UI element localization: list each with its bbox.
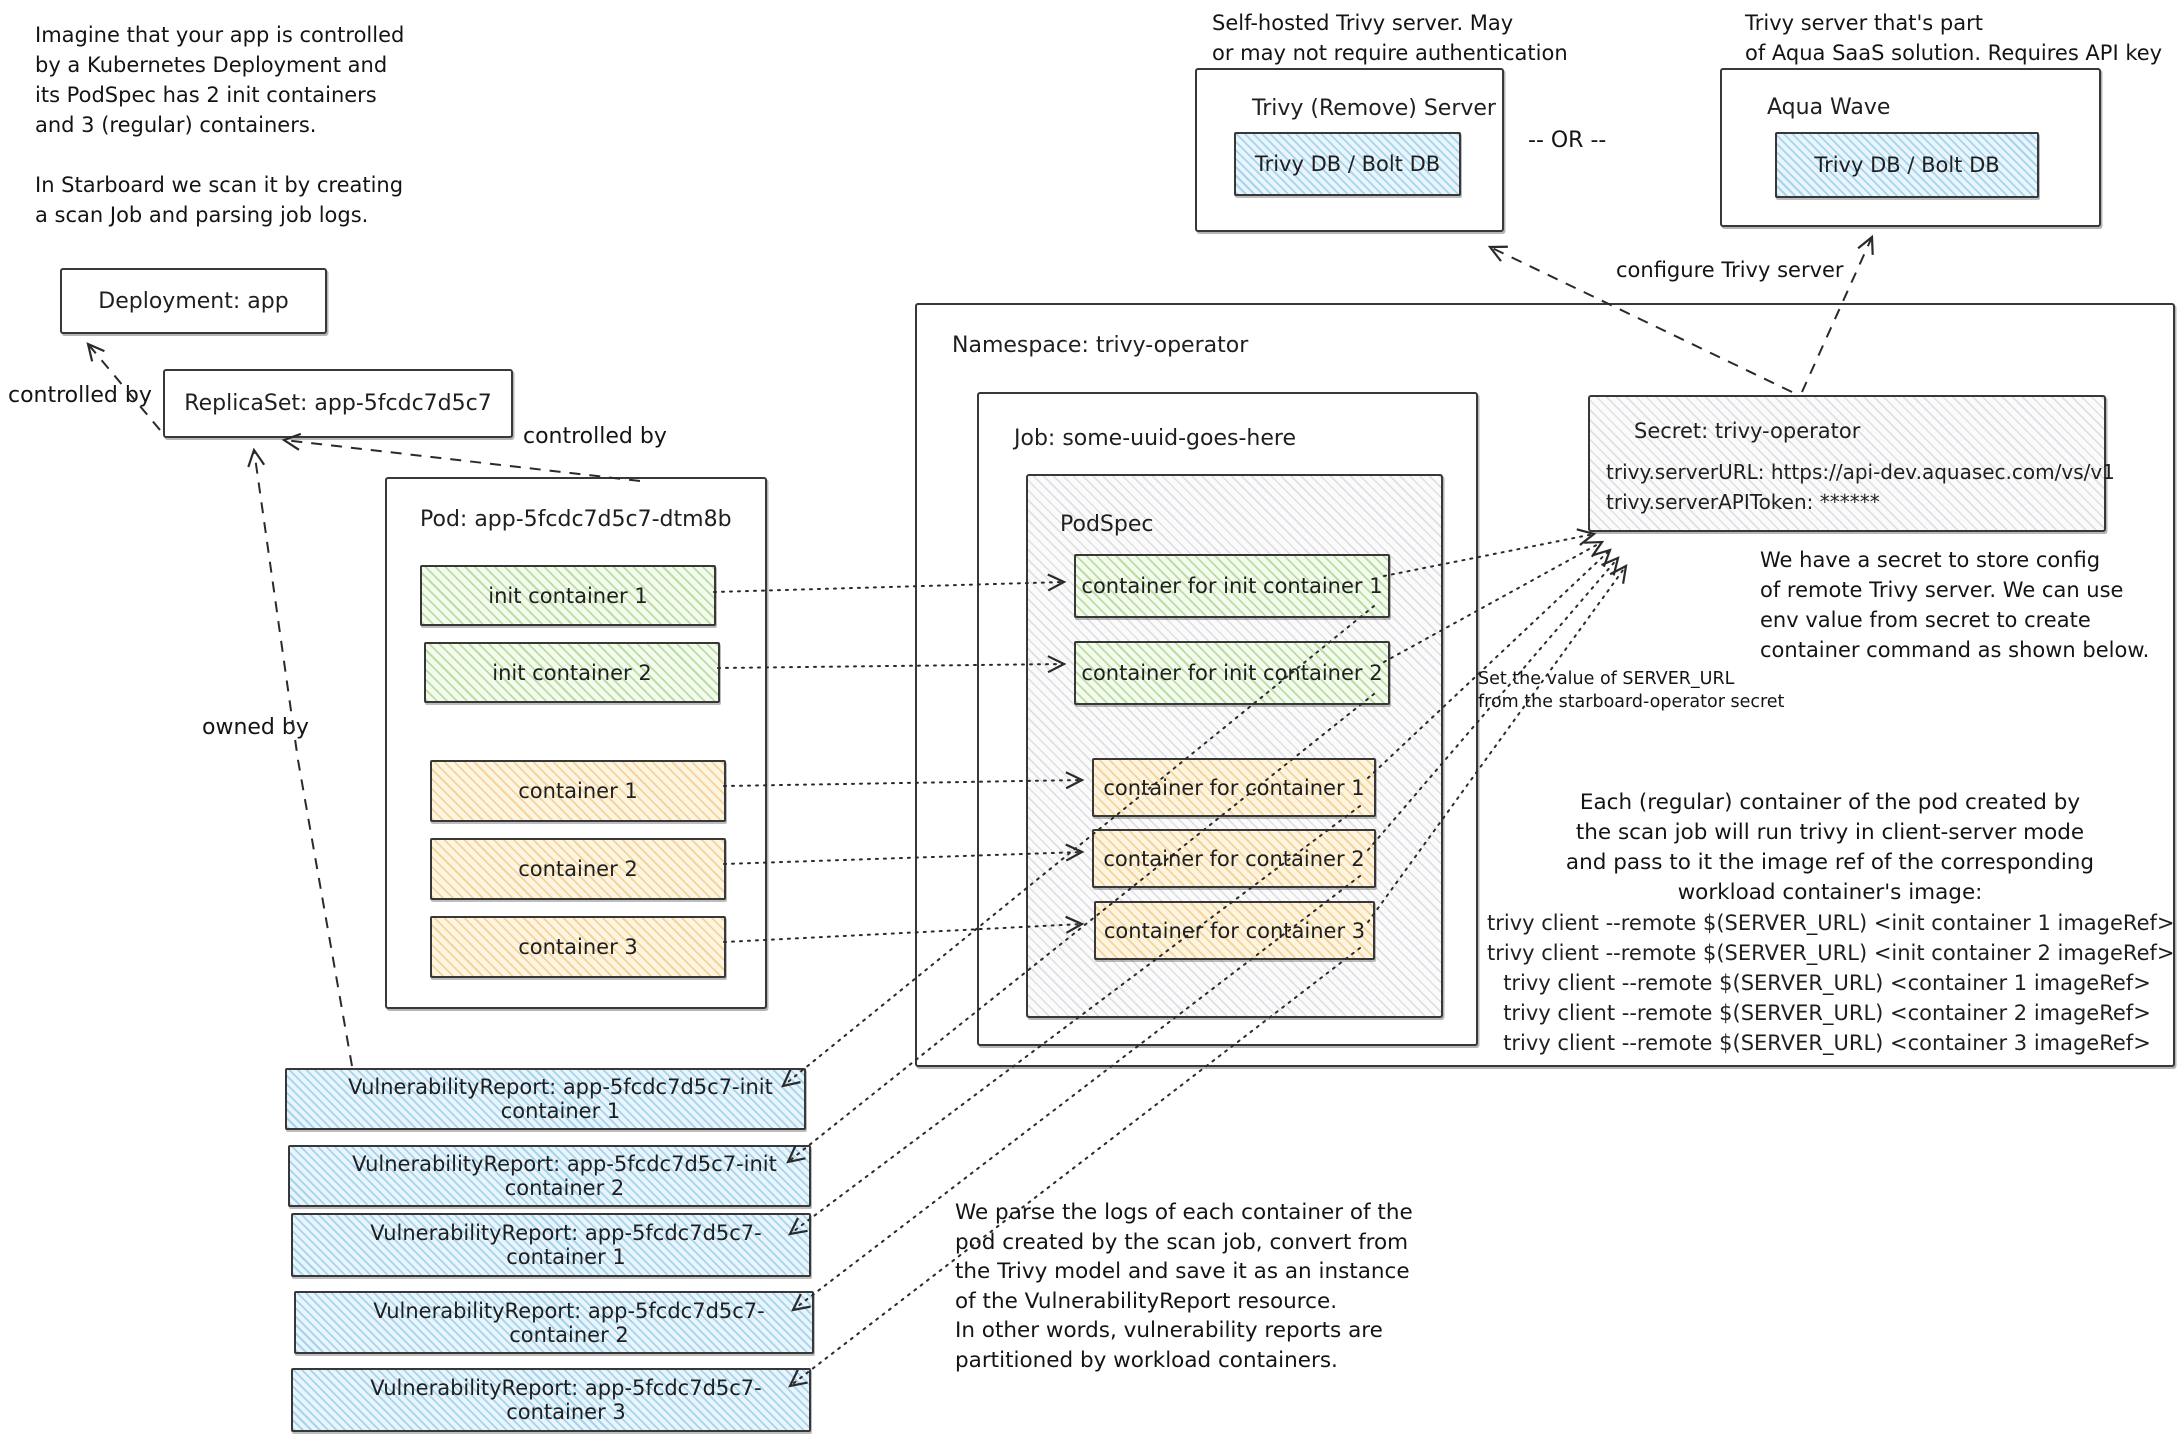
deployment-box: Deployment: app — [60, 268, 327, 334]
replicaset-label: ReplicaSet: app-5fcdc7d5c7 — [184, 391, 492, 416]
trivy-commands: trivy client --remote $(SERVER_URL) <ini… — [1487, 908, 2175, 1058]
job-title: Job: some-uuid-goes-here — [1014, 426, 1296, 451]
server-url-note: Set the value of SERVER_URL from the sta… — [1478, 669, 1785, 712]
job-container-3: container for container 3 — [1094, 901, 1375, 960]
podspec-title: PodSpec — [1060, 512, 1154, 537]
pod-container-3: container 3 — [430, 916, 726, 978]
pod-box: Pod: app-5fcdc7d5c7-dtm8b init container… — [385, 477, 767, 1009]
pod-container-2: container 2 — [430, 838, 726, 900]
aqua-wave-box: Aqua Wave Trivy DB / Bolt DB — [1720, 68, 2101, 227]
secret-title: Secret: trivy-operator — [1634, 419, 1861, 443]
trivy-db-box: Trivy DB / Bolt DB — [1234, 132, 1461, 196]
job-box: Job: some-uuid-goes-here PodSpec contain… — [977, 392, 1478, 1046]
namespace-title: Namespace: trivy-operator — [952, 333, 1249, 358]
job-container-1: container for container 1 — [1092, 758, 1376, 817]
trivy-command-5: trivy client --remote $(SERVER_URL) <con… — [1503, 1031, 2151, 1055]
secret-usage-note: We have a secret to store config of remo… — [1760, 548, 2150, 662]
trivy-server-box: Trivy (Remove) Server Trivy DB / Bolt DB — [1195, 68, 1504, 232]
vulnerabilityreport-container-1: VulnerabilityReport: app-5fcdc7d5c7-cont… — [291, 1213, 811, 1277]
trivy-command-4: trivy client --remote $(SERVER_URL) <con… — [1503, 1001, 2151, 1025]
job-container-2: container for container 2 — [1092, 829, 1376, 888]
controlled-by-label-2: controlled by — [523, 424, 667, 449]
arrow-reports-owned-by-replicaset — [247, 447, 353, 1067]
trivy-command-3: trivy client --remote $(SERVER_URL) <con… — [1503, 971, 2151, 995]
trivy-command-2: trivy client --remote $(SERVER_URL) <ini… — [1487, 941, 2175, 965]
replicaset-box: ReplicaSet: app-5fcdc7d5c7 — [163, 369, 513, 438]
parse-logs-note: We parse the logs of each container of t… — [955, 1200, 1413, 1373]
aqua-saas-note: Trivy server that's part of Aqua SaaS so… — [1745, 11, 2163, 65]
vulnerabilityreport-init-container-2: VulnerabilityReport: app-5fcdc7d5c7-init… — [288, 1145, 811, 1207]
deployment-label: Deployment: app — [98, 288, 289, 314]
controlled-by-label-1: controlled by — [8, 383, 152, 408]
pod-container-1: container 1 — [430, 760, 726, 822]
secret-api-token: trivy.serverAPIToken: ****** — [1606, 490, 1880, 514]
job-container-init-2: container for init container 2 — [1074, 641, 1390, 705]
pod-init-container-1: init container 1 — [420, 565, 716, 626]
vulnerabilityreport-container-2: VulnerabilityReport: app-5fcdc7d5c7-cont… — [294, 1291, 814, 1354]
trivy-server-title: Trivy (Remove) Server — [1252, 96, 1496, 121]
client-mode-note: Each (regular) container of the pod crea… — [1565, 790, 2095, 905]
or-label: -- OR -- — [1528, 128, 1607, 153]
intro-note: Imagine that your app is controlled by a… — [35, 23, 405, 227]
secret-box: Secret: trivy-operator trivy.serverURL: … — [1588, 395, 2115, 532]
owned-by-label: owned by — [202, 715, 309, 740]
vulnerabilityreport-container-3: VulnerabilityReport: app-5fcdc7d5c7-cont… — [291, 1368, 811, 1432]
aqua-db-box: Trivy DB / Bolt DB — [1775, 132, 2039, 198]
vulnerabilityreport-init-container-1: VulnerabilityReport: app-5fcdc7d5c7-init… — [285, 1068, 806, 1130]
self-hosted-note: Self-hosted Trivy server. May or may not… — [1212, 11, 1568, 65]
job-container-init-1: container for init container 1 — [1074, 554, 1390, 618]
pod-title: Pod: app-5fcdc7d5c7-dtm8b — [420, 507, 732, 532]
secret-server-url: trivy.serverURL: https://api-dev.aquasec… — [1606, 460, 2115, 484]
pod-init-container-2: init container 2 — [424, 642, 720, 703]
configure-label: configure Trivy server — [1616, 258, 1844, 282]
aqua-wave-title: Aqua Wave — [1767, 95, 1891, 120]
podspec-box: PodSpec container for init container 1 c… — [1026, 474, 1443, 1018]
trivy-command-1: trivy client --remote $(SERVER_URL) <ini… — [1487, 911, 2175, 935]
